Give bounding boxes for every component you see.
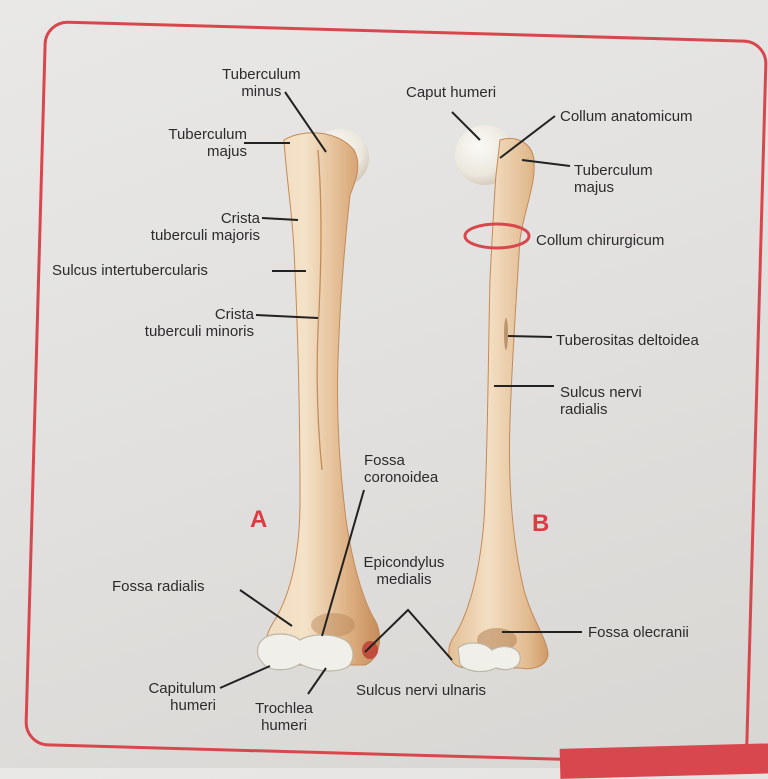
label-fossa-radialis: Fossa radialis — [112, 578, 205, 595]
label-capitulum-humeri: Capitulum humeri — [148, 680, 216, 714]
label-crista-tuberculi-majoris: Crista tuberculi majoris — [150, 210, 260, 244]
humerus-anterior — [256, 129, 380, 672]
leader-lines — [219, 91, 582, 695]
label-tuberculum-majus-b: Tuberculum majus — [574, 162, 653, 196]
label-caput-humeri: Caput humeri — [406, 84, 497, 101]
label-collum-chirurgicum: Collum chirurgicum — [536, 232, 665, 249]
label-tuberositas-deltoidea: Tuberositas deltoidea — [556, 332, 699, 349]
label-collum-anatomicum: Collum anatomicum — [560, 108, 693, 125]
collum-chirurgicum-ring — [463, 222, 531, 250]
label-trochlea-humeri: Trochlea humeri — [255, 700, 313, 734]
humerus-posterior — [448, 125, 549, 673]
label-tuberculum-minus: Tuberculum minus — [222, 66, 301, 100]
label-sulcus-nervi-radialis: Sulcus nervi radialis — [560, 384, 642, 418]
label-crista-tuberculi-minoris: Crista tuberculi minoris — [144, 306, 254, 340]
label-epicondylus-medialis: Epicondylus medialis — [363, 554, 445, 588]
label-fossa-olecranii: Fossa olecranii — [588, 624, 689, 641]
label-fossa-coronoidea: Fossa coronoidea — [364, 452, 439, 486]
label-tuberculum-majus-a: Tuberculum majus — [168, 126, 247, 160]
label-sulcus-nervi-ulnaris: Sulcus nervi ulnaris — [356, 682, 487, 699]
view-letter-a: A — [250, 506, 268, 533]
view-letter-b: B — [532, 510, 550, 537]
label-sulcus-intertubercularis: Sulcus intertubercularis — [52, 262, 208, 279]
